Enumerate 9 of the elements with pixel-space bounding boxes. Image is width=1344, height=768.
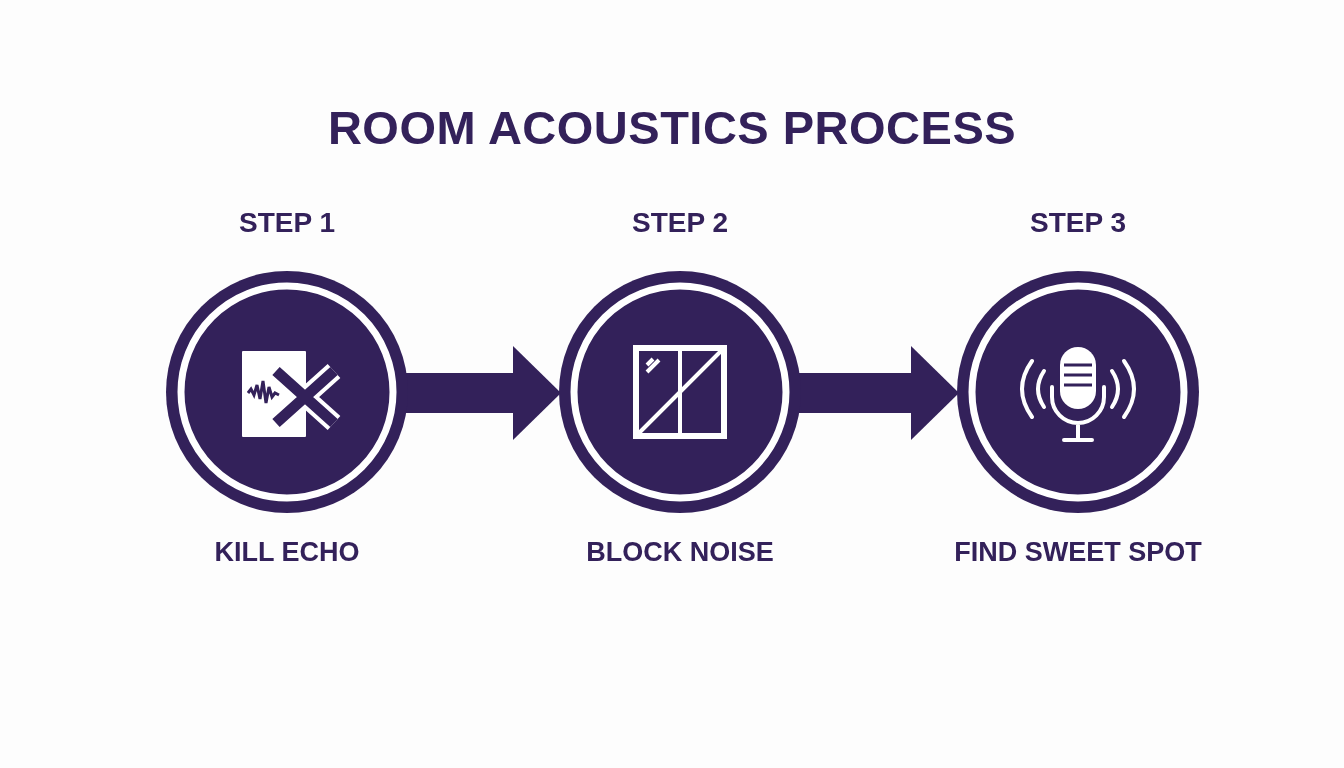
step-caption: KILL ECHO [213, 537, 361, 568]
arrow [797, 346, 959, 440]
step-label: STEP 3 [1029, 207, 1127, 239]
step-label: STEP 2 [631, 207, 729, 239]
step-caption: FIND SWEET SPOT [953, 537, 1203, 568]
diagram-title: ROOM ACOUSTICS PROCESS [326, 100, 1018, 155]
step-label: STEP 1 [238, 207, 336, 239]
step-caption: BLOCK NOISE [585, 537, 775, 568]
arrow [404, 346, 561, 440]
